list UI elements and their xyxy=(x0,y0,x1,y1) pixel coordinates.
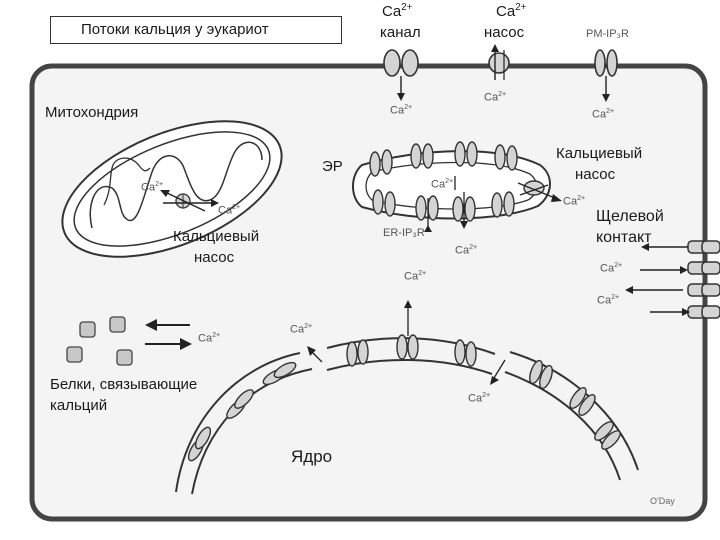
calcium-channel-arrow xyxy=(397,76,405,101)
ca-ion-gap-1: Ca2+ xyxy=(600,261,623,275)
ca-ion-mito-out: Ca2+ xyxy=(218,203,241,217)
author-credit: O'Day xyxy=(650,496,675,506)
ca-pump-ion-label: Ca2+ xyxy=(496,2,527,20)
mitochondrion xyxy=(61,120,283,258)
pm-ip3r xyxy=(594,49,618,77)
gap-junction-label-2: контакт xyxy=(596,229,652,246)
mito-pump-label-2: насос xyxy=(194,249,235,266)
ca-ion-er-release: Ca2+ xyxy=(455,243,478,257)
ca-channel-ion-label: Ca2+ xyxy=(382,2,413,20)
ca-ion-er-lumen: Ca2+ xyxy=(431,177,454,191)
mito-pump-label-1: Кальциевый xyxy=(173,228,260,245)
ca-ion-nuclear-top: Ca2+ xyxy=(404,269,427,283)
binding-proteins xyxy=(66,316,133,366)
ca-ion-gap-2: Ca2+ xyxy=(597,293,620,307)
ca-channel-label: канал xyxy=(380,24,421,41)
ca-ion-pm-ip3r: Ca2+ xyxy=(592,107,615,121)
mitochondria-calcium-arrows xyxy=(160,190,219,212)
calcium-channel xyxy=(383,49,419,77)
ca-ion-mito-in: Ca2+ xyxy=(141,180,164,194)
ca-ion-binding: Ca2+ xyxy=(198,331,221,345)
er-pump-label-2: насос xyxy=(575,166,616,183)
pm-ip3r-arrow xyxy=(602,76,610,102)
mitochondria-label: Митохондрия xyxy=(45,104,139,121)
diagram-title: Потоки кальция у эукариот xyxy=(50,16,342,44)
ca-ion-nuclear-left: Ca2+ xyxy=(290,322,313,336)
ca-ion-channel-cytosol: Ca2+ xyxy=(390,103,413,117)
er-ip3r-label: ER-IP₃R xyxy=(383,227,425,239)
ca-ion-pump-top: Ca2+ xyxy=(484,90,507,104)
gap-junction-arrows xyxy=(625,243,690,316)
nuclear-pore-proteins xyxy=(187,334,621,462)
gap-junction xyxy=(687,240,720,319)
ca-pump-label: насос xyxy=(484,24,525,41)
ca-ion-er-pump: Ca2+ xyxy=(563,194,586,208)
nucleus-label: Ядро xyxy=(291,447,333,466)
ca-ion-nuclear-right: Ca2+ xyxy=(468,391,491,405)
nucleus-calcium-arrows xyxy=(307,300,506,385)
er-label: ЭР xyxy=(322,158,343,175)
gap-junction-label-1: Щелевой xyxy=(596,208,664,225)
binding-proteins-label-1: Белки, связывающие xyxy=(50,376,198,393)
endoplasmic-reticulum xyxy=(352,141,562,232)
binding-proteins-label-2: кальций xyxy=(50,397,108,414)
er-pump-label-1: Кальциевый xyxy=(556,145,643,162)
pm-ip3r-label: PM-IP₃R xyxy=(586,28,629,40)
binding-equilibrium-arrows xyxy=(145,319,192,350)
plasma-membrane-pump xyxy=(488,44,510,80)
